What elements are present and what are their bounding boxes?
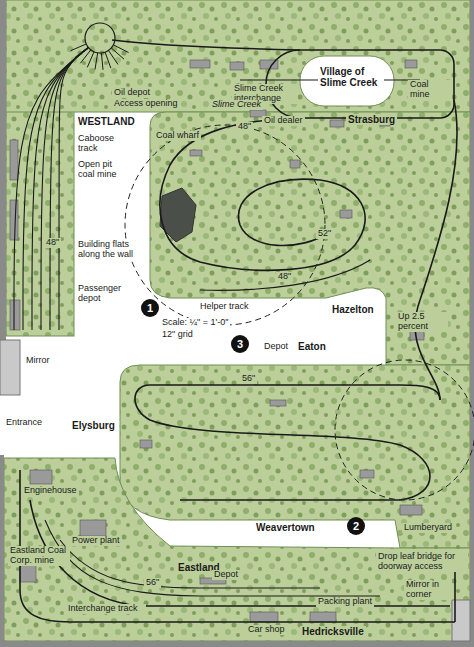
map-label: Helper track xyxy=(198,302,254,312)
building xyxy=(270,400,286,406)
map-label: Depot xyxy=(262,342,290,352)
callout-text: 3 xyxy=(237,338,243,350)
stall-track xyxy=(101,53,103,70)
building xyxy=(250,612,278,622)
plan-stroke xyxy=(415,100,457,400)
map-label: Hedricksville xyxy=(300,626,366,637)
callout-text: 1 xyxy=(147,302,153,314)
building xyxy=(310,612,336,622)
map-label: Mirror xyxy=(24,356,52,366)
plan-stroke xyxy=(135,385,440,500)
map-label: 52" xyxy=(316,229,333,239)
map-label: Coal wharf xyxy=(154,131,201,141)
stall-track xyxy=(75,47,88,57)
map-label: Mirror in corner xyxy=(404,580,452,600)
map-label: Scale: ¼" = 1'-0" xyxy=(160,318,230,328)
building xyxy=(30,470,52,484)
benchwork xyxy=(4,0,470,641)
building xyxy=(230,62,244,70)
map-label: Packing plant xyxy=(316,597,374,607)
building xyxy=(80,520,106,536)
plan-stroke xyxy=(335,360,474,500)
building xyxy=(10,140,18,180)
building xyxy=(290,160,300,168)
map-label: Slime Creek xyxy=(210,100,263,110)
map-label: Passenger depot xyxy=(76,284,130,304)
track xyxy=(14,23,457,622)
map-label: 56" xyxy=(144,578,161,588)
callout-number: 1 xyxy=(141,299,159,317)
map-label: Drop leaf bridge for doorway access xyxy=(376,552,468,572)
top-bench xyxy=(6,0,470,112)
map-label: Open pit coal mine xyxy=(76,160,132,180)
map-label: Building flats along the wall xyxy=(76,240,136,260)
callout-number: 3 xyxy=(231,335,249,353)
hill-bench xyxy=(150,112,470,365)
stall-track xyxy=(108,50,118,64)
building xyxy=(10,200,18,240)
plan-stroke xyxy=(125,125,325,325)
map-label: Interchange track xyxy=(66,604,146,614)
helix-outlines xyxy=(125,125,474,500)
map-label: WESTLAND xyxy=(76,116,137,127)
building xyxy=(330,120,344,127)
map-label: Oil dealer xyxy=(262,116,305,126)
building xyxy=(190,60,210,68)
map-label: Power plant xyxy=(70,536,122,546)
map-label: Caboose track xyxy=(76,134,122,154)
map-label: Entrance xyxy=(4,418,44,428)
map-label: 48" xyxy=(276,272,293,282)
map-label: Oil depot xyxy=(112,88,152,98)
map-label: 56" xyxy=(240,374,257,384)
buildings xyxy=(10,60,424,622)
plan-stroke xyxy=(45,520,380,596)
map-label: Enginehouse xyxy=(22,486,79,496)
building xyxy=(405,60,417,68)
plan-stroke xyxy=(200,260,370,290)
map-label: Up 2.5 percent xyxy=(396,312,448,332)
map-label: 48" xyxy=(236,122,253,132)
plan-stroke xyxy=(470,0,474,647)
map-label: Village of Slime Creek xyxy=(318,66,384,88)
stall-track xyxy=(71,44,87,51)
map-label: Hazelton xyxy=(330,304,376,315)
stall-track xyxy=(87,52,94,68)
callout-number: 2 xyxy=(347,517,365,535)
eastland-bench xyxy=(4,458,470,641)
plan-stroke xyxy=(0,641,474,647)
map-label: 12" grid xyxy=(160,330,195,340)
turntable-stalls xyxy=(71,44,129,70)
plan-stroke xyxy=(0,455,4,647)
callout-text: 2 xyxy=(353,520,359,532)
building xyxy=(360,470,374,478)
building xyxy=(190,150,202,156)
building xyxy=(400,505,422,515)
map-label: Coal mine xyxy=(408,80,452,100)
plan-stroke xyxy=(0,340,20,395)
map-label: Depot xyxy=(212,570,240,580)
map-label: 48" xyxy=(44,238,61,248)
map-label: Car shop xyxy=(246,625,287,635)
plan-stroke xyxy=(112,40,300,50)
map-label: Lumberyard xyxy=(402,523,454,533)
map-label: Weavertown xyxy=(254,522,317,533)
building xyxy=(340,210,352,218)
building xyxy=(10,300,20,330)
map-label: Eaton xyxy=(296,341,328,352)
plan-stroke xyxy=(85,23,115,53)
plan-stroke xyxy=(20,470,455,622)
elysburg-bench xyxy=(120,365,470,548)
plan-stroke xyxy=(60,540,320,588)
building xyxy=(140,440,152,448)
map-label: Elysburg xyxy=(70,420,117,431)
map-label: Eastland Coal Corp. mine xyxy=(8,546,70,566)
stall-track xyxy=(95,53,98,70)
plan-stroke xyxy=(0,0,6,340)
stall-track xyxy=(105,52,111,68)
map-label: Strasburg xyxy=(346,114,397,125)
oval-opening xyxy=(300,56,394,106)
map-label: Access opening xyxy=(112,99,180,109)
